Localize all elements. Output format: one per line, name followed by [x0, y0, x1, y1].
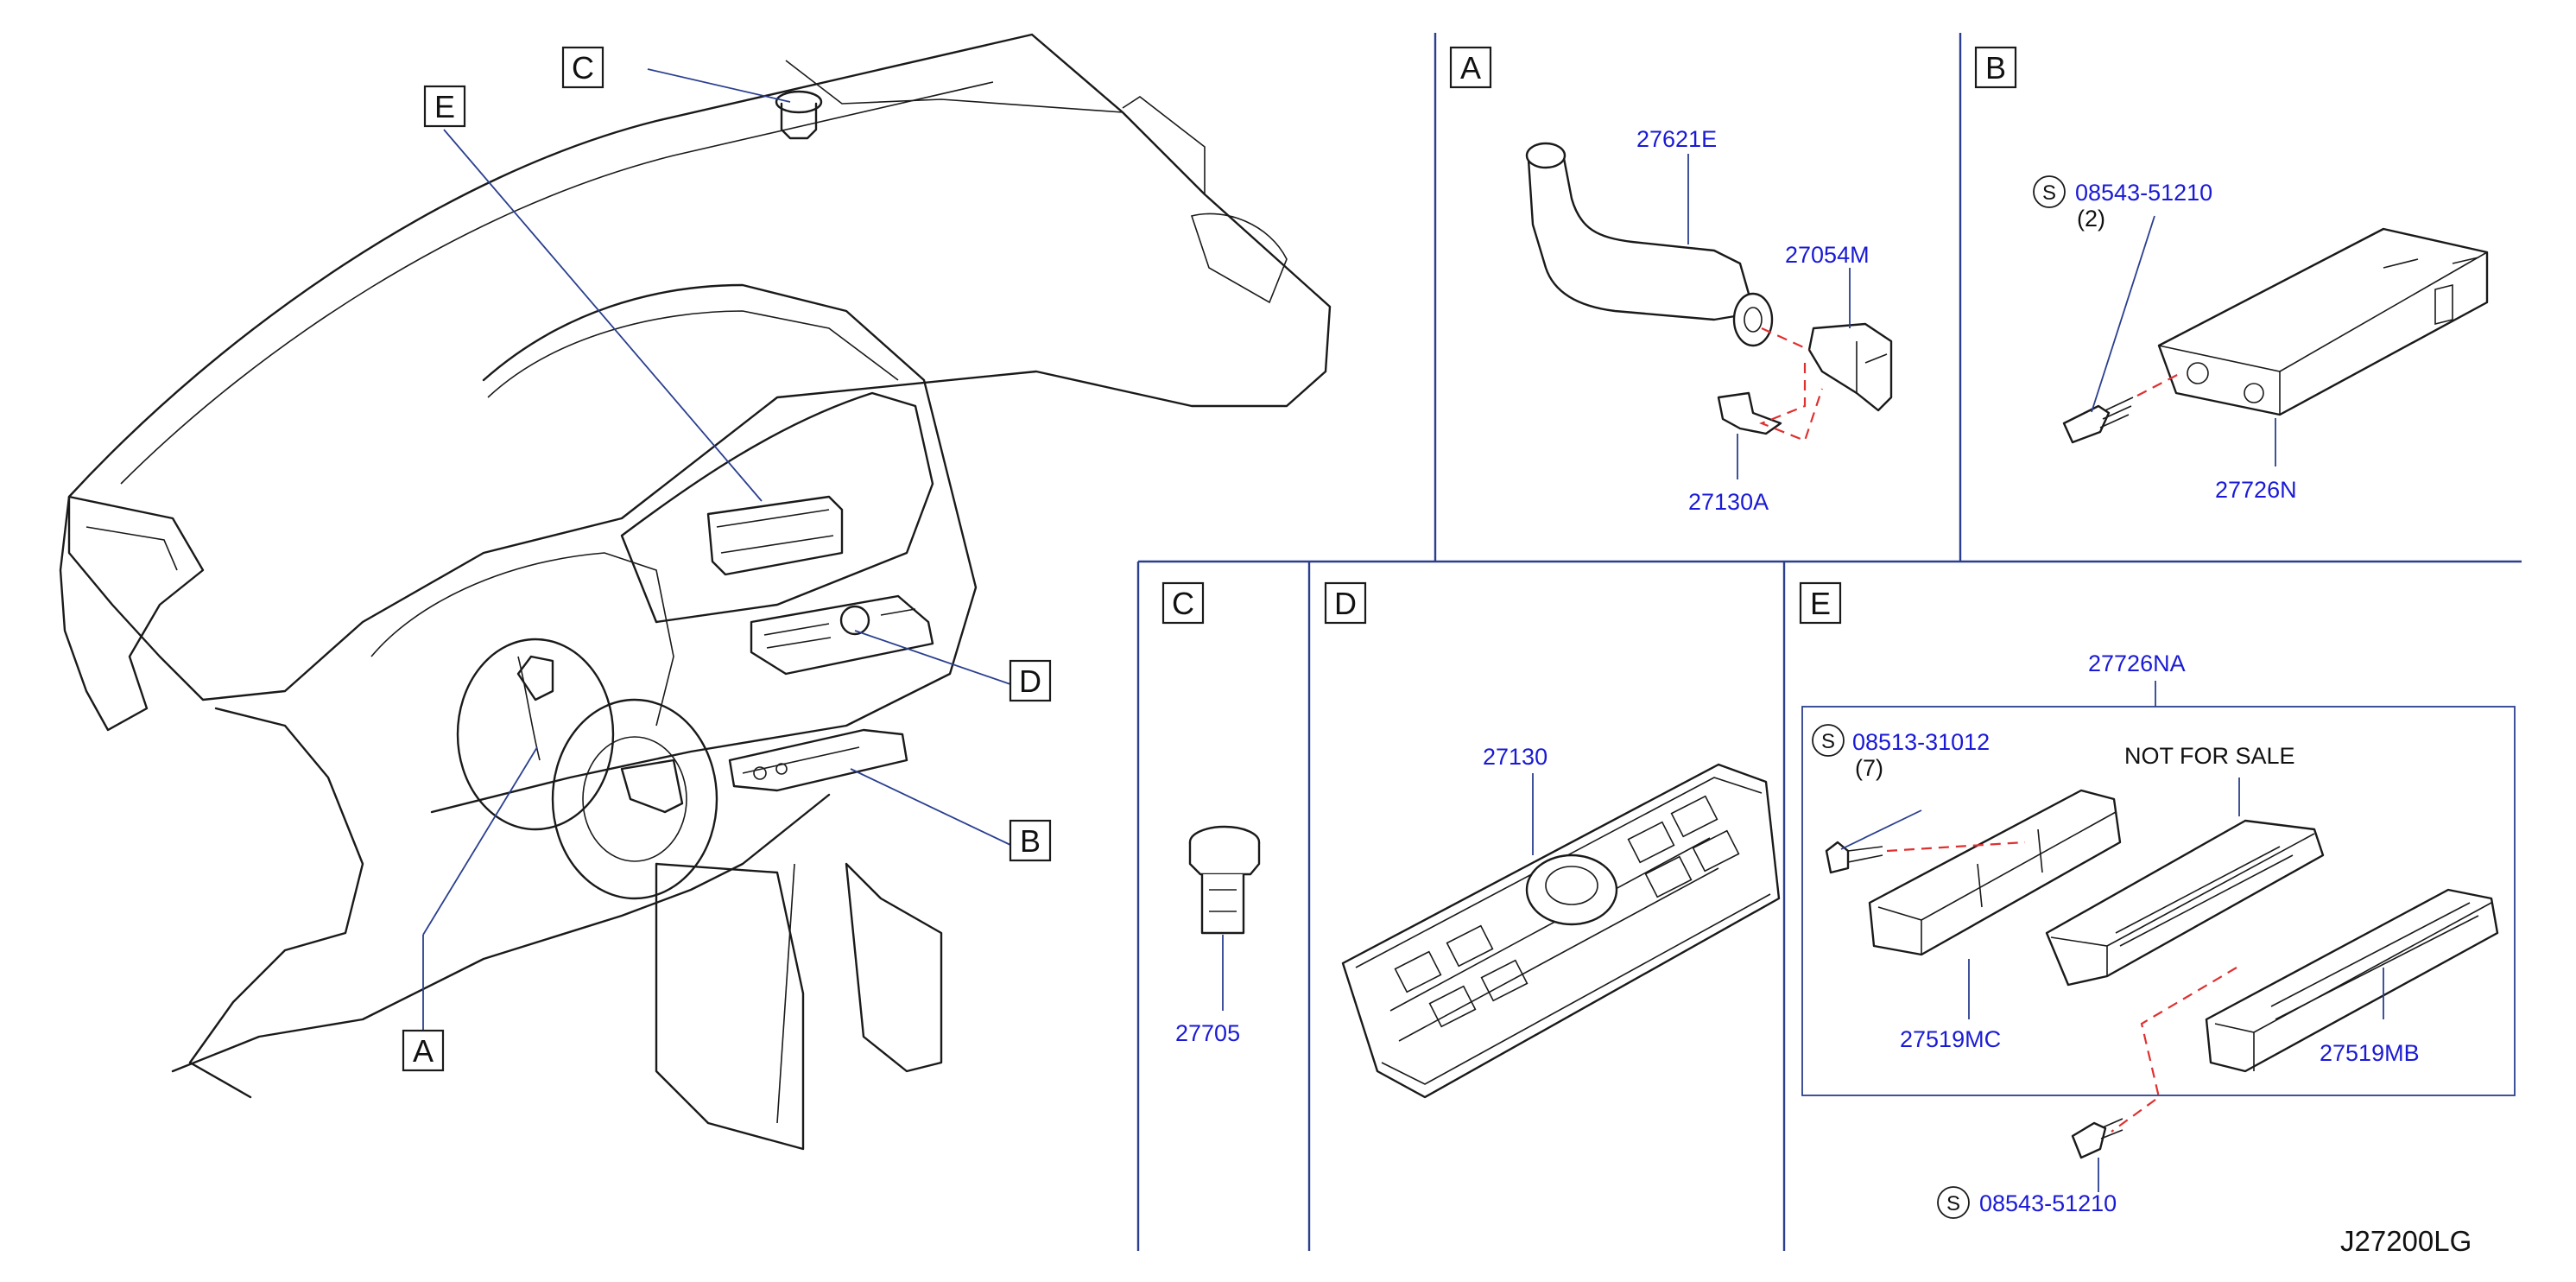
svg-text:C: C	[1172, 586, 1194, 621]
svg-text:B: B	[1020, 823, 1041, 859]
part-number-27705: 27705	[1175, 1020, 1240, 1046]
panel-d: D 27130	[1324, 581, 1781, 1099]
not-for-sale-note: NOT FOR SALE	[2124, 743, 2295, 769]
part-number-27130: 27130	[1483, 744, 1547, 770]
sensor-clip	[1717, 391, 1782, 435]
svg-text:S: S	[1946, 1192, 1960, 1215]
overview-callout-d: D	[1009, 659, 1052, 702]
panel-dividers	[1136, 33, 2522, 1251]
part-number-08543-51210-bottom: 08543-51210	[1979, 1190, 2117, 1216]
part-number-27130A: 27130A	[1688, 489, 1769, 515]
aspirator-hose	[1527, 143, 1750, 321]
overview-callout-c: C	[561, 46, 604, 89]
dashboard-overview-illustration	[59, 33, 1332, 1151]
part-number-27054M: 27054M	[1785, 242, 1870, 268]
quantity-2: (2)	[2077, 206, 2105, 232]
part-number-08513-31012: 08513-31012	[1852, 729, 1990, 755]
overview-callout-e: E	[423, 85, 466, 128]
part-number-27519MC: 27519MC	[1900, 1026, 2001, 1052]
diagram-code: J27200LG	[2340, 1225, 2472, 1257]
display-unit	[2157, 227, 2489, 416]
svg-text:A: A	[1460, 50, 1481, 86]
panel-c: C 27705	[1161, 581, 1261, 1046]
panel-e: E 27726NA S 08513-31012 (7) NOT FOR SALE…	[1799, 581, 2516, 1219]
multi-display	[2045, 819, 2325, 987]
svg-text:A: A	[413, 1033, 434, 1069]
part-number-27726NA: 27726NA	[2088, 651, 2186, 676]
hvac-control-panel	[1341, 763, 1781, 1099]
bracket-screw	[1825, 841, 1850, 874]
svg-text:B: B	[1985, 50, 2006, 86]
part-number-27726N: 27726N	[2215, 477, 2297, 503]
panel-b: B S 08543-51210 (2) 27726N	[1974, 46, 2489, 503]
svg-text:D: D	[1334, 586, 1357, 621]
mounting-screw	[2062, 404, 2111, 444]
overview-leader-lines	[422, 68, 1011, 1043]
svg-text:S: S	[2042, 181, 2056, 205]
in-vehicle-sensor	[1807, 322, 1893, 412]
overview-callout-b: B	[1009, 819, 1052, 862]
svg-text:E: E	[434, 89, 455, 124]
svg-text:D: D	[1019, 663, 1041, 699]
panel-a: A 27621E 27054M 27130A	[1449, 46, 1893, 515]
svg-text:C: C	[572, 50, 594, 86]
bottom-screw	[2071, 1121, 2107, 1159]
quantity-7: (7)	[1855, 755, 1883, 781]
part-number-27519MB: 27519MB	[2320, 1040, 2420, 1066]
part-number-08543-51210: 08543-51210	[2075, 180, 2212, 206]
svg-text:E: E	[1810, 586, 1831, 621]
svg-text:S: S	[1821, 730, 1835, 753]
part-number-27621E: 27621E	[1636, 126, 1717, 152]
overview-callout-a: A	[402, 1029, 445, 1072]
